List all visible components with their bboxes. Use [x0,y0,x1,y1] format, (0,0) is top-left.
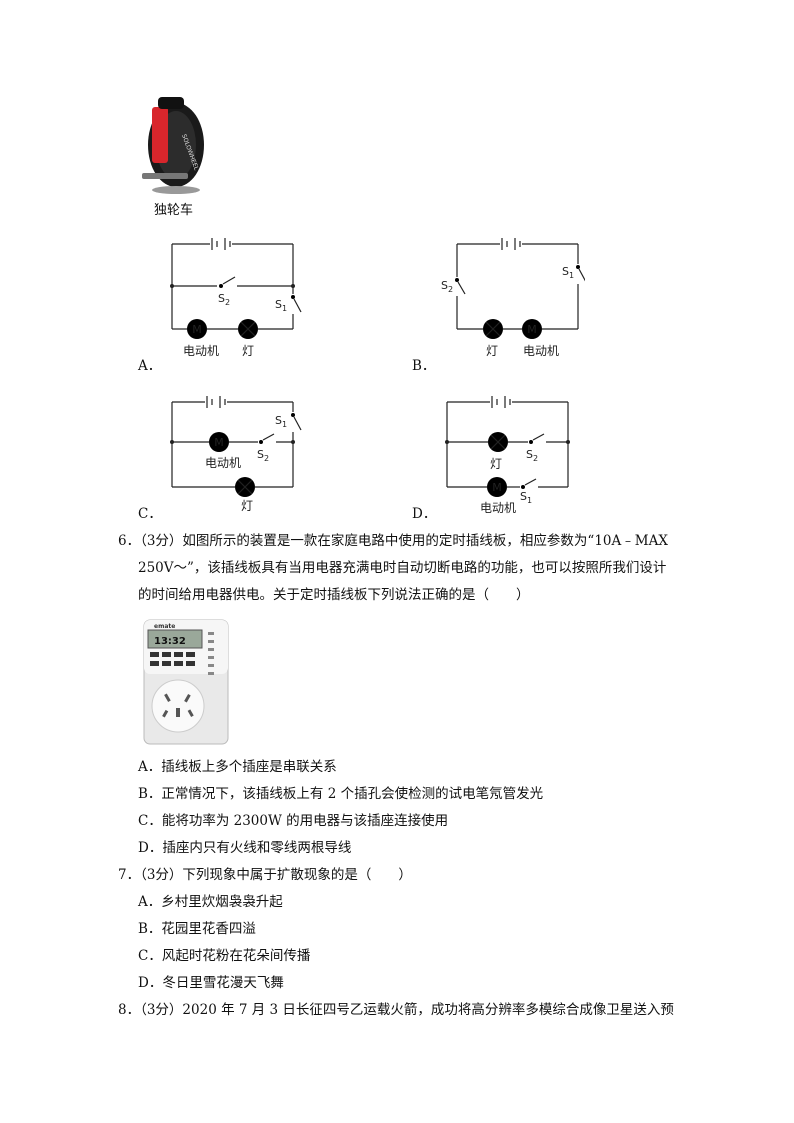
q7-option-d: D．冬日里雪花漫天飞舞 [138,975,284,991]
motor-symbol: M [192,323,202,336]
option-c-label: C． [138,506,162,522]
option-d-label: D． [412,506,437,522]
unicycle-caption: 独轮车 [154,203,194,218]
s2-label: S2 [218,292,230,307]
circuit-a: M S2 S1 电动机 灯 [170,238,302,358]
lamp-label: 灯 [486,344,498,358]
q7-option-b: B．花园里花香四溢 [138,921,256,937]
q8-stem-line1: 8．（3分）2020 年 7 月 3 日长征四号乙运载火箭，成功将高分辨率多模综… [118,1002,674,1018]
lamp-label: 灯 [241,499,253,513]
q7-option-c: C．风起时花粉在花朵间传播 [138,948,311,964]
motor-label: 电动机 [205,456,241,470]
s2-label: S2 [526,448,538,463]
unicycle-image: SOLOWHEEL [142,97,204,194]
s1-label: S1 [275,298,287,313]
q7-stem: 7．（3分）下列现象中属于扩散现象的是（ ） [118,867,412,883]
q6-option-b: B．正常情况下，该插线板上有 2 个插孔会使检测的试电笔氖管发光 [138,786,544,802]
unicycle-figure: SOLOWHEEL 独轮车 [138,95,218,220]
option-b-label: B． [412,358,436,374]
s2-label: S2 [441,279,453,294]
device-brand: emate [154,623,175,630]
option-a-label: A． [138,358,162,374]
circuit-d: M 灯 S2 S1 电动机 [445,396,570,515]
q6-option-c: C．能将功率为 2300W 的用电器与该插座连接使用 [138,813,449,829]
circuit-c: M S1 S2 电动机 灯 [170,396,302,513]
s1-label: S1 [562,265,574,280]
motor-symbol: M [527,323,537,336]
lamp-label: 灯 [490,457,502,471]
timer-socket-image: emate 13:32 [143,619,229,745]
device-time-display: 13:32 [154,636,186,647]
s1-label: S1 [275,414,287,429]
motor-label: 电动机 [523,344,559,358]
q6-stem-line3: 的时间给用电器供电。关于定时插线板下列说法正确的是（ ） [138,587,530,603]
s1-label: S1 [520,490,532,505]
motor-symbol: M [492,481,502,494]
motor-label: 电动机 [183,344,219,358]
circuit-b: M S2 S1 灯 电动机 [441,238,585,358]
q6-option-a: A．插线板上多个插座是串联关系 [138,759,337,775]
motor-symbol: M [214,436,224,449]
lamp-label: 灯 [242,344,254,358]
q7-option-a: A．乡村里炊烟袅袅升起 [138,894,283,910]
q6-option-d: D．插座内只有火线和零线两根导线 [138,840,352,856]
q6-stem-line2: 250V～”，该插线板具有当用电器充满电时自动切断电路的功能，也可以按照所我们设… [138,560,667,576]
q6-stem-line1: 6．（3分）如图所示的装置是一款在家庭电路中使用的定时插线板，相应参数为“10A… [118,533,668,549]
s2-label: S2 [257,448,269,463]
motor-label: 电动机 [480,501,516,515]
